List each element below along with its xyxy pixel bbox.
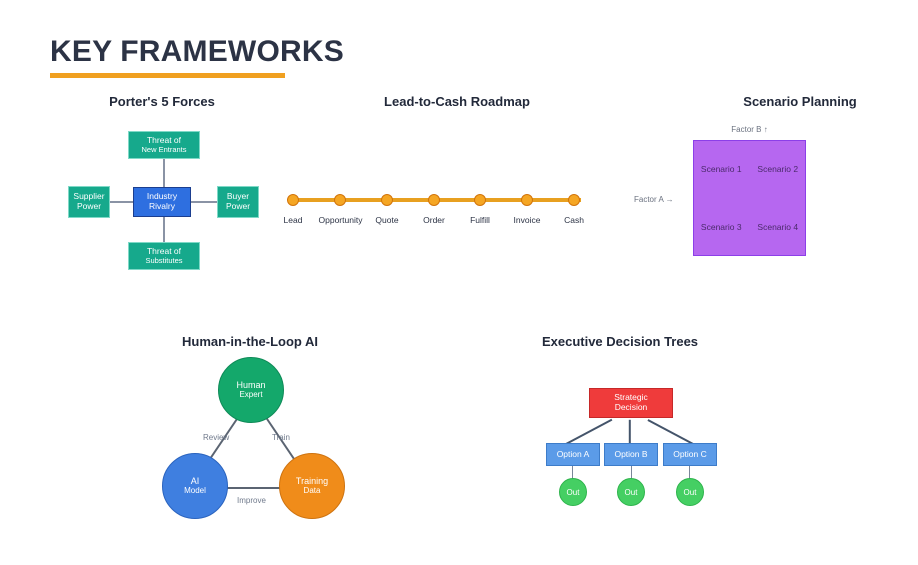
porter-force-buyer-power-line2: Power xyxy=(225,201,251,211)
porter-force-supplier-power[interactable]: Supplier Power xyxy=(68,186,110,218)
decision-tree-option-c[interactable]: Option C xyxy=(663,443,717,466)
porter-force-substitutes-line2: Substitutes xyxy=(145,255,183,265)
section-title-human-in-the-loop-ai: Human-in-the-Loop AI xyxy=(182,334,318,349)
roadmap-dot-cash[interactable] xyxy=(568,194,580,206)
porter-force-substitutes-line1: Threat of xyxy=(146,246,182,257)
roadmap-label-cash: Cash xyxy=(564,215,584,225)
hitl-node-training-data-line1: Training xyxy=(295,476,329,487)
decision-tree-leaf-out-b[interactable]: Out xyxy=(617,478,645,506)
hitl-node-human-expert-line2: Expert xyxy=(239,389,263,399)
hitl-node-training-data[interactable]: Training Data xyxy=(279,453,345,519)
hitl-edge-label-train: Train xyxy=(272,433,290,442)
hitl-node-ai-model[interactable]: AI Model xyxy=(162,453,228,519)
page-title: KEY FRAMEWORKS xyxy=(50,35,344,68)
hitl-node-human-expert-line1: Human xyxy=(236,380,266,391)
porter-connector-left xyxy=(110,201,138,203)
porter-force-new-entrants-line1: Threat of xyxy=(146,135,182,146)
roadmap-label-opportunity: Opportunity xyxy=(318,215,363,225)
section-title-executive-decision-trees: Executive Decision Trees xyxy=(541,334,699,349)
decision-tree-stem-option-a xyxy=(572,466,574,479)
porter-force-new-entrants[interactable]: Threat of New Entrants xyxy=(128,131,200,159)
roadmap-label-quote: Quote xyxy=(375,215,399,225)
roadmap-dot-quote[interactable] xyxy=(381,194,393,206)
decision-tree-root-strategic-decision[interactable]: Strategic Decision xyxy=(589,388,673,418)
porter-force-new-entrants-line2: New Entrants xyxy=(141,144,187,154)
decision-tree-stem-option-c xyxy=(689,466,691,479)
decision-tree-stem-option-b xyxy=(631,466,633,479)
hitl-node-ai-model-line1: AI xyxy=(190,476,200,487)
section-title-lead-to-cash-roadmap: Lead-to-Cash Roadmap xyxy=(384,94,530,109)
porter-force-supplier-power-line2: Power xyxy=(76,201,102,211)
hitl-edge-label-improve: Improve xyxy=(237,496,266,505)
decision-tree-root-line1: Strategic xyxy=(614,392,648,403)
porter-connector-bottom xyxy=(163,216,165,242)
porter-force-buyer-power[interactable]: Buyer Power xyxy=(217,186,259,218)
porter-connector-top xyxy=(163,156,165,188)
porter-center-industry-rivalry[interactable]: Industry Rivalry xyxy=(133,187,191,217)
decision-tree-leaf-out-c[interactable]: Out xyxy=(676,478,704,506)
scenario-axis-label-factor-a: Factor A → xyxy=(634,195,674,204)
porter-force-substitutes[interactable]: Threat of Substitutes xyxy=(128,242,200,270)
roadmap-dot-lead[interactable] xyxy=(287,194,299,206)
roadmap-dot-fulfill[interactable] xyxy=(474,194,486,206)
hitl-edge-improve-line xyxy=(222,487,312,489)
scenario-cell-3[interactable]: Scenario 3 xyxy=(694,199,749,255)
porter-force-buyer-power-line1: Buyer xyxy=(226,191,250,202)
decision-tree-option-a[interactable]: Option A xyxy=(546,443,600,466)
hitl-node-human-expert[interactable]: Human Expert xyxy=(218,357,284,423)
decision-tree-leaf-out-a[interactable]: Out xyxy=(559,478,587,506)
hitl-edge-label-review: Review xyxy=(203,433,230,442)
roadmap-dot-invoice[interactable] xyxy=(521,194,533,206)
decision-tree-root-line2: Decision xyxy=(614,402,648,412)
decision-tree-option-b[interactable]: Option B xyxy=(604,443,658,466)
scenario-cell-4[interactable]: Scenario 4 xyxy=(750,199,805,255)
section-title-scenario-planning: Scenario Planning xyxy=(743,94,857,109)
scenario-cell-2[interactable]: Scenario 2 xyxy=(750,141,805,197)
porter-connector-right xyxy=(189,201,217,203)
roadmap-label-order: Order xyxy=(423,215,445,225)
porter-force-supplier-power-line1: Supplier xyxy=(73,191,105,202)
hitl-node-training-data-line2: Data xyxy=(303,485,321,495)
scenario-matrix[interactable]: Scenario 1 Scenario 2 Scenario 3 Scenari… xyxy=(693,140,806,256)
scenario-cell-1[interactable]: Scenario 1 xyxy=(694,141,749,197)
scenario-axis-label-factor-b: Factor B ↑ xyxy=(731,125,768,134)
roadmap-dot-opportunity[interactable] xyxy=(334,194,346,206)
roadmap-label-fulfill: Fulfill xyxy=(470,215,490,225)
roadmap-dot-order[interactable] xyxy=(428,194,440,206)
decision-tree-edge-root-to-option-b xyxy=(629,419,631,446)
hitl-node-ai-model-line2: Model xyxy=(184,485,206,495)
porter-center-line1: Industry xyxy=(146,191,178,202)
porter-center-line2: Rivalry xyxy=(149,201,175,211)
roadmap-label-lead: Lead xyxy=(283,215,303,225)
title-underline-rule xyxy=(50,73,285,78)
section-title-porters-5-forces: Porter's 5 Forces xyxy=(109,94,215,109)
roadmap-label-invoice: Invoice xyxy=(513,215,541,225)
